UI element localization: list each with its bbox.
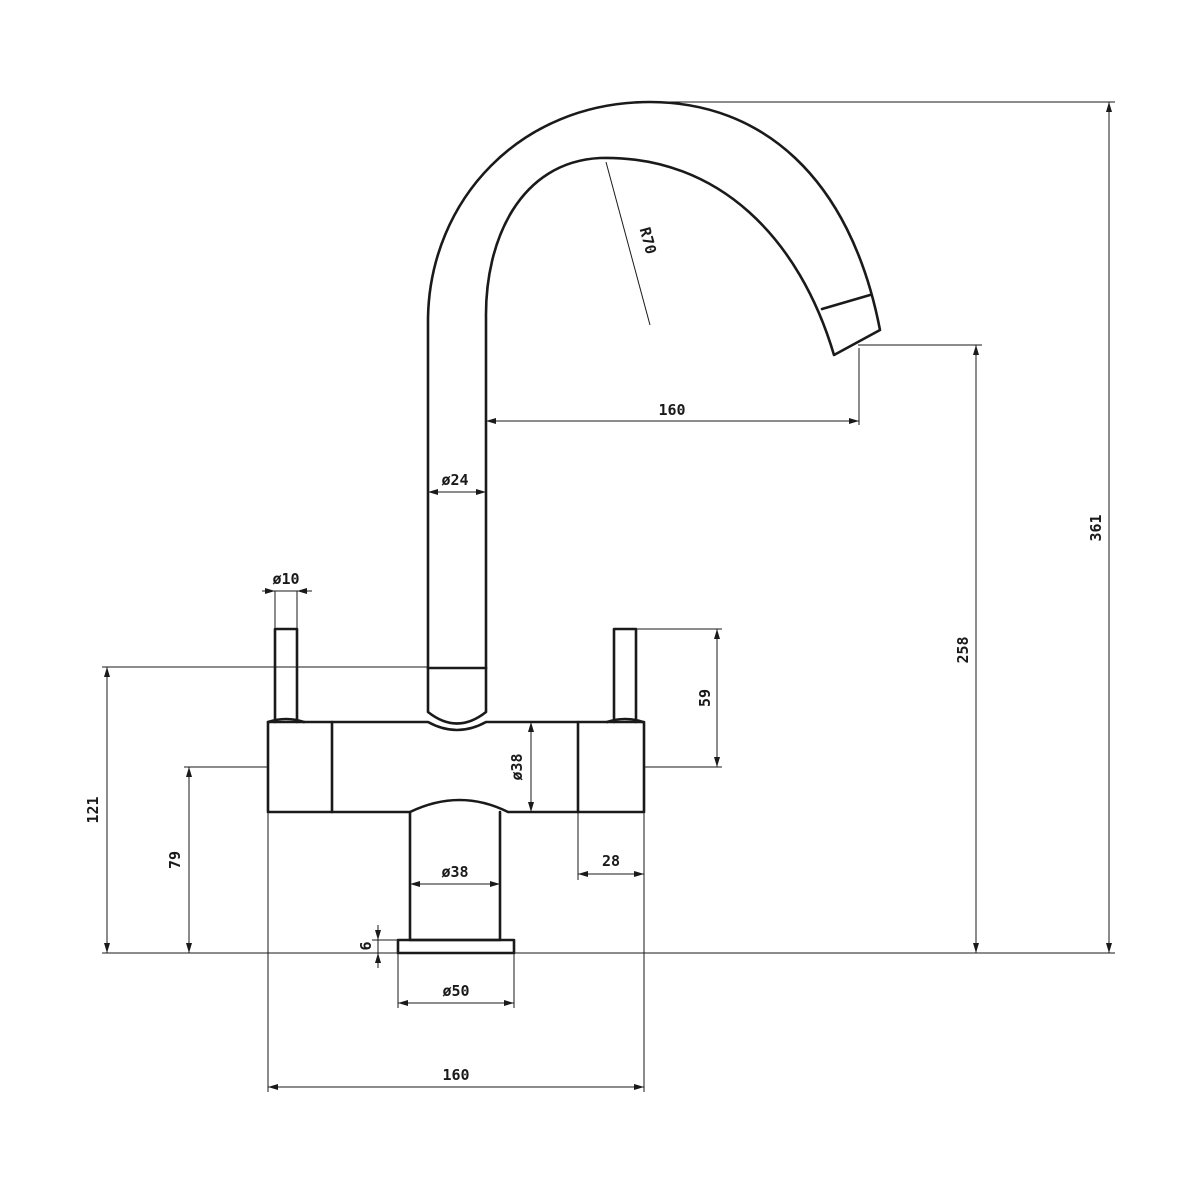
arrow-base-t-top — [375, 930, 381, 940]
label-outlet-height: 258 — [954, 636, 972, 663]
arrow-outlet-bottom — [973, 943, 979, 953]
body-outline — [266, 720, 646, 814]
label-total-height: 361 — [1087, 514, 1105, 541]
right-handle-base — [605, 717, 645, 724]
arrow-width-right — [634, 1084, 644, 1090]
label-handle-height: 59 — [696, 689, 714, 707]
arrow-width-left — [268, 1084, 278, 1090]
arrow-reach-right — [849, 418, 859, 424]
spout-nozzle-ring — [820, 293, 872, 311]
arrow-base-left — [398, 1000, 408, 1006]
dimension-arrows — [104, 102, 1112, 1090]
spout-radius-leader — [605, 161, 651, 326]
label-body-width: 160 — [442, 1066, 469, 1084]
left-handle — [273, 627, 299, 724]
arrow-stem-left — [410, 881, 420, 887]
arrow-cap-right — [634, 871, 644, 877]
label-body-diameter: ø38 — [508, 753, 526, 780]
label-spout-radius: R70 — [636, 225, 660, 256]
arrow-121-bottom — [104, 943, 110, 953]
label-spout-reach: 160 — [658, 401, 685, 419]
arrow-stem-right — [490, 881, 500, 887]
label-base-diameter: ø50 — [442, 982, 469, 1000]
label-stem-diameter: ø38 — [441, 863, 468, 881]
arrow-outlet-top — [973, 345, 979, 355]
arrow-base-t-bottom — [375, 953, 381, 963]
arrow-handle-left — [265, 588, 275, 594]
label-end-cap-width: 28 — [602, 852, 620, 870]
arrow-handle-h-bottom — [714, 757, 720, 767]
riser-neck — [426, 666, 488, 725]
arrow-79-bottom — [186, 943, 192, 953]
arrow-body-bottom — [528, 802, 534, 812]
left-handle-base — [266, 717, 306, 724]
dimension-labels: 160 R70 ø24 ø10 59 ø38 28 ø38 6 ø50 160 … — [84, 225, 1105, 1084]
faucet-outline — [266, 100, 882, 955]
arrow-reach-left — [486, 418, 496, 424]
arrow-total-bottom — [1106, 943, 1112, 953]
arrow-riser-right — [476, 489, 486, 495]
arrow-121-top — [104, 667, 110, 677]
arrow-riser-left — [428, 489, 438, 495]
arrow-total-top — [1106, 102, 1112, 112]
arrow-base-right — [504, 1000, 514, 1006]
right-handle — [612, 627, 638, 724]
arrow-body-top — [528, 722, 534, 732]
arrow-handle-h-top — [714, 629, 720, 639]
base-plate — [396, 938, 516, 955]
label-body-top-height: 121 — [84, 796, 102, 823]
label-riser-diameter: ø24 — [441, 471, 468, 489]
arrow-cap-left — [578, 871, 588, 877]
dimension-lines — [102, 101, 1115, 1092]
arrow-handle-right — [297, 588, 307, 594]
label-body-center-height: 79 — [166, 851, 184, 869]
arrow-79-top — [186, 767, 192, 777]
label-base-thickness: 6 — [357, 941, 375, 950]
label-handle-diameter: ø10 — [272, 570, 299, 588]
spout-outline — [426, 100, 882, 670]
